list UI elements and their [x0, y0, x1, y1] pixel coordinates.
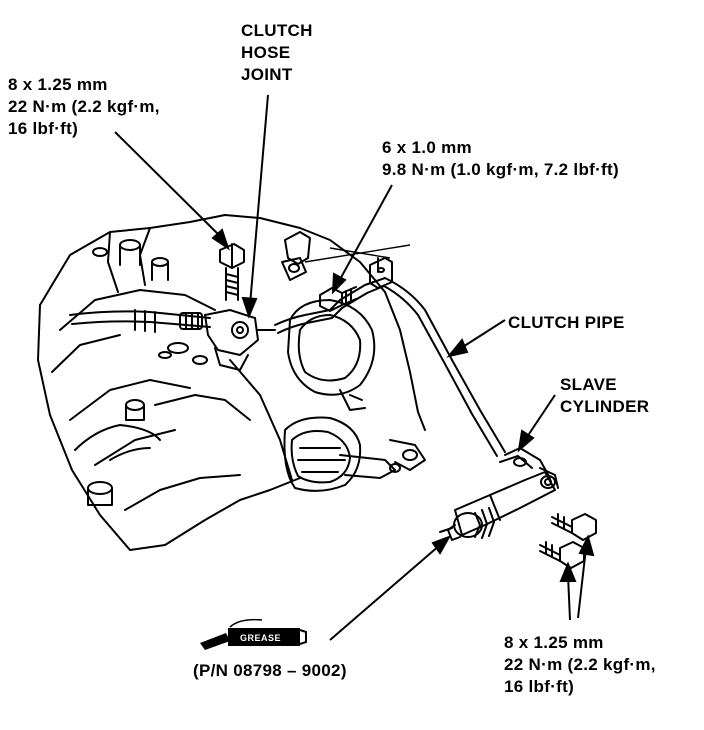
pipe-bolt-6mm: [319, 286, 357, 312]
clutch-pipe: [274, 231, 506, 457]
label-line: 22 N·m (2.2 kgf·m,: [504, 655, 656, 674]
label-line: JOINT: [241, 65, 293, 84]
slave-cylinder: [439, 447, 559, 541]
label-line: HOSE: [241, 43, 291, 62]
joint-bolt-8mm: [219, 243, 245, 301]
label-line: CLUTCH: [241, 21, 313, 40]
grease-tag-text: GREASE: [240, 633, 281, 643]
clutch-housing: [283, 299, 426, 492]
label-slave-bolt-spec: 8 x 1.25 mm 22 N·m (2.2 kgf·m, 16 lbf·ft…: [504, 632, 656, 698]
label-slave-cylinder: SLAVE CYLINDER: [560, 374, 649, 418]
label-line: 8 x 1.25 mm: [8, 75, 108, 94]
label-line: 8 x 1.25 mm: [504, 633, 604, 652]
transmission-case: [37, 214, 426, 551]
label-line: SLAVE: [560, 375, 617, 394]
leader-arrows: [114, 94, 595, 641]
clutch-hose-joint: [204, 309, 276, 371]
label-line: CYLINDER: [560, 397, 650, 416]
grease-tube-icon: GREASE: [200, 618, 307, 650]
clutch-hose: [69, 309, 211, 333]
label-pipe-bolt-spec: 6 x 1.0 mm 9.8 N·m (1.0 kgf·m, 7.2 lbf·f…: [382, 137, 619, 181]
label-joint-bolt-spec: 8 x 1.25 mm 22 N·m (2.2 kgf·m, 16 lbf·ft…: [8, 74, 160, 140]
label-line: 6 x 1.0 mm: [382, 138, 472, 157]
label-line: 16 lbf·ft): [504, 677, 575, 696]
label-clutch-hose-joint: CLUTCH HOSE JOINT: [241, 20, 313, 86]
label-line: 9.8 N·m (1.0 kgf·m, 7.2 lbf·ft): [382, 160, 619, 179]
label-line: 16 lbf·ft): [8, 119, 79, 138]
label-clutch-pipe: CLUTCH PIPE: [508, 313, 625, 332]
label-grease-part-number: (P/N 08798 – 9002): [193, 661, 347, 680]
label-line: 22 N·m (2.2 kgf·m,: [8, 97, 160, 116]
